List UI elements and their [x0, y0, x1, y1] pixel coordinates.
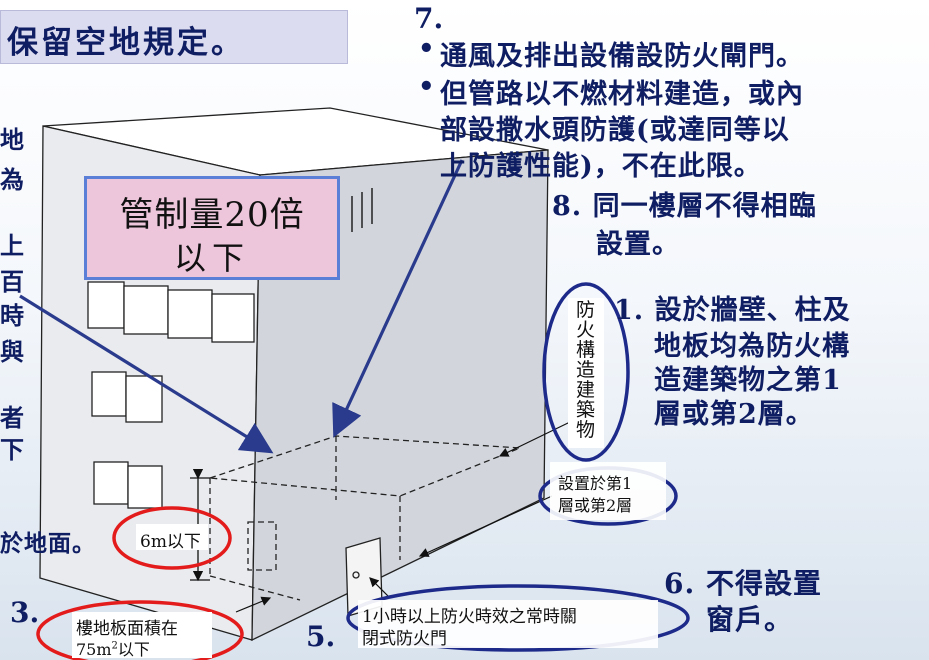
height-label: 6m以下 — [140, 532, 201, 552]
quantity-limit-line-2: 以下 — [173, 239, 250, 277]
ground-text: 於地面。 — [0, 530, 96, 557]
heading-box: 保留空地規定。 — [0, 10, 348, 64]
item3-line-2-sup: 2 — [111, 640, 118, 652]
item3-line-2-suffix: 以下 — [117, 640, 150, 659]
item3-line-2-prefix: 75m — [76, 640, 112, 659]
item7-line-3: 部設撒水頭防護(或達同等以 — [440, 115, 790, 146]
item3-number: 3. — [10, 596, 40, 629]
item1-line-1: 1. 設於牆壁、柱及 — [614, 295, 851, 326]
item5-line-2: 閉式防火門 — [362, 629, 447, 649]
floor-label-line-1: 設置於第1 — [558, 474, 633, 493]
item3-label-box: 樓地板面積在 75m2以下 — [72, 612, 212, 660]
left-char-3: 上 — [0, 231, 24, 260]
item7-line-1: 通風及排出設備設防火閘門。 — [440, 41, 804, 72]
item8-line-1: 8. 同一樓層不得相臨 — [552, 191, 817, 222]
fireproof-char-5: 建 — [576, 379, 596, 401]
left-char-8: 下 — [0, 435, 24, 464]
fireproof-char-3: 構 — [576, 339, 596, 361]
fireproof-char-6: 築 — [576, 399, 596, 421]
label-arrows — [235, 421, 571, 613]
item3-line-1: 樓地板面積在 — [76, 619, 178, 639]
item1-line-4: 層或第2層。 — [654, 399, 814, 430]
pointer-arrows — [19, 159, 464, 454]
left-char-5: 時 — [0, 301, 24, 330]
item8-line-2: 設置。 — [596, 229, 680, 260]
quantity-limit-box: 管制量20倍 以下 — [84, 176, 340, 280]
item5-line-1: 1小時以上防火時效之常時關 — [362, 607, 577, 627]
fireproof-char-2: 火 — [576, 319, 596, 341]
height-label-box: 6m以下 — [136, 524, 208, 552]
left-char-4: 百 — [0, 267, 24, 296]
item1-line-3: 造建築物之第1 — [654, 365, 842, 396]
left-char-7: 者 — [0, 403, 24, 432]
left-char-1: 地 — [0, 125, 24, 154]
item6-line-2: 窗戶。 — [706, 603, 794, 636]
vent-lines — [351, 188, 373, 232]
item6-line-1: 6. 不得設置 — [664, 567, 822, 600]
item5-number: 5. — [306, 620, 336, 653]
item7-bullet-2: • — [418, 72, 435, 102]
quantity-limit-line-1: 管制量20倍 — [119, 195, 305, 235]
item7-number: 7. — [414, 2, 444, 35]
item7-line-4: 上防護性能)，不在此限。 — [440, 151, 762, 182]
building-windows — [87, 281, 255, 509]
left-char-6: 與 — [0, 337, 24, 366]
item5-label-box: 1小時以上防火時效之常時關 閉式防火門 — [358, 600, 658, 649]
fireproof-char-7: 物 — [576, 419, 596, 441]
item3-line-2: 75m2以下 — [76, 636, 150, 660]
fireproof-char-1: 防 — [576, 299, 596, 321]
fireproof-char-4: 造 — [576, 359, 596, 381]
fireproof-label-box: 防 火 構 造 建 築 物 — [568, 298, 604, 448]
left-char-2: 為 — [0, 165, 24, 194]
item7-bullet-1: • — [418, 34, 435, 64]
floor-label-box: 設置於第1 層或第2層 — [550, 462, 666, 520]
floor-label-line-2: 層或第2層 — [558, 496, 633, 515]
item7-line-2: 但管路以不燃材料建造，或內 — [440, 79, 804, 110]
item1-line-2: 地板均為防火構 — [654, 331, 850, 362]
heading-title: 保留空地規定。 — [7, 25, 245, 61]
